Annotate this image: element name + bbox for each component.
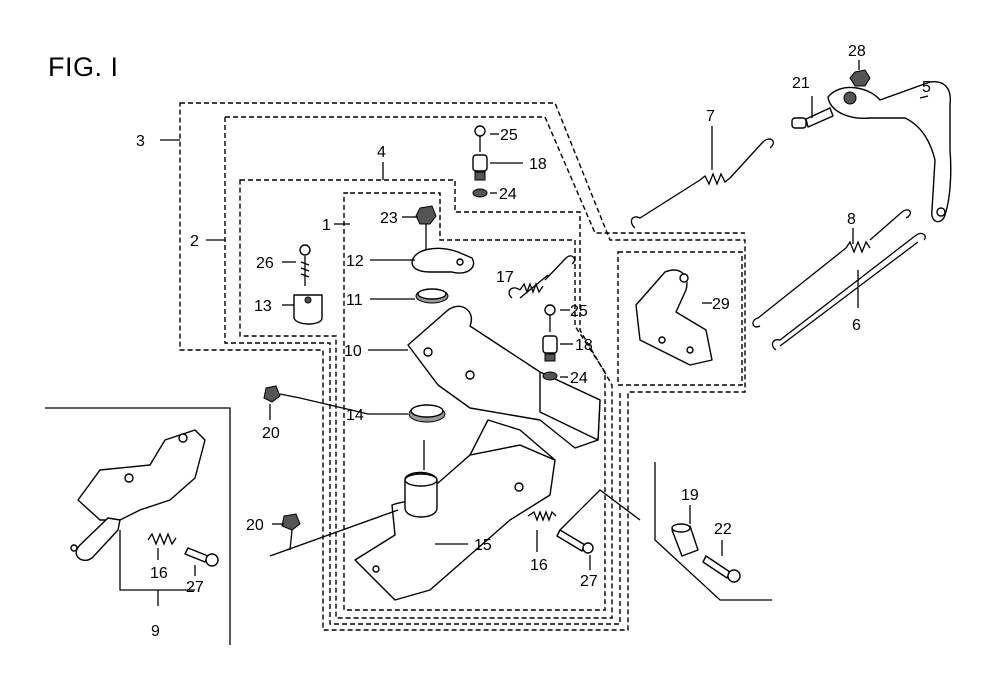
label-part-20-upper: 20: [262, 425, 280, 442]
bracket-29: [635, 269, 713, 366]
group-boundary-29: [617, 251, 743, 386]
collar-18-upper: [472, 154, 488, 181]
spring-17: [508, 255, 576, 299]
spring-7: [630, 138, 774, 229]
label-part-10: 10: [344, 343, 362, 360]
label-part-4: 4: [377, 144, 386, 161]
lever-12: [411, 247, 475, 274]
inset-frame-right: [654, 462, 772, 601]
label-part-16-inset: 16: [150, 565, 168, 582]
label-part-15: 15: [474, 537, 492, 554]
leader-lines: [119, 60, 929, 606]
label-part-20-lower: 20: [246, 517, 264, 534]
label-part-5: 5: [922, 79, 931, 96]
label-part-27-main: 27: [580, 573, 598, 590]
group-boundary-2: [224, 116, 745, 625]
nut-28: [849, 69, 871, 87]
label-part-22: 22: [714, 521, 732, 538]
label-part-11: 11: [346, 292, 363, 309]
label-part-1: 1: [322, 217, 331, 234]
bolt-21: [791, 107, 834, 129]
label-part-19: 19: [681, 487, 699, 504]
label-part-6: 6: [852, 317, 861, 334]
label-part-26: 26: [256, 255, 274, 272]
label-part-25-lower: 25: [570, 303, 588, 320]
screw-27-inset: [184, 547, 219, 567]
label-part-25-upper: 25: [500, 127, 518, 144]
nut-23: [415, 205, 437, 250]
rod-6: [771, 232, 926, 351]
label-part-27-inset: 27: [186, 579, 204, 596]
label-part-8: 8: [847, 211, 856, 228]
washer-11: [415, 288, 449, 304]
inset-frame-left: [45, 407, 231, 645]
collar-18-lower: [542, 335, 558, 362]
bolt-20-lower: [281, 513, 301, 551]
label-part-2: 2: [190, 233, 199, 250]
screw-27-main: [556, 529, 594, 554]
washer-14: [408, 404, 446, 423]
label-part-28: 28: [848, 43, 866, 60]
screw-26: [299, 244, 311, 286]
group-boundary-3: [179, 102, 746, 631]
label-part-29: 29: [712, 296, 730, 313]
base-bracket-15: [354, 419, 556, 601]
clip-13: [293, 294, 323, 325]
bolt-25-upper: [474, 125, 486, 152]
label-part-18-upper: 18: [529, 156, 547, 173]
label-part-17: 17: [496, 269, 514, 286]
spring-16-main: [527, 510, 557, 522]
nut-24-lower: [542, 371, 558, 381]
label-part-13: 13: [254, 298, 272, 315]
label-part-7: 7: [706, 108, 715, 125]
group-boundary-1: [343, 192, 606, 611]
label-part-24-lower: 24: [570, 370, 588, 387]
label-part-18-lower: 18: [575, 337, 593, 354]
plate-10: [407, 305, 601, 449]
collar-19: [671, 523, 699, 557]
label-part-3: 3: [136, 133, 145, 150]
label-part-9: 9: [151, 623, 160, 640]
figure-title: FIG. I: [48, 52, 119, 82]
label-part-24-upper: 24: [499, 186, 517, 203]
part-labels: 3 2 4 1 5 6 7 8 9 10 11 12 13 14 15 16 1…: [136, 43, 931, 640]
bolt-22: [702, 555, 741, 583]
label-part-16-main: 16: [530, 557, 548, 574]
nut-24-upper: [472, 188, 488, 198]
label-part-21: 21: [792, 75, 810, 92]
label-part-23: 23: [380, 210, 398, 227]
group-boundary-4: [239, 179, 613, 619]
control-lever-5: [827, 81, 952, 223]
label-part-14: 14: [346, 407, 364, 424]
bolt-25-lower: [544, 304, 556, 332]
spring-8: [752, 209, 911, 328]
spring-16-inset: [147, 532, 177, 546]
governor-arm-assembly-9: [70, 429, 206, 562]
bolt-20-upper: [263, 385, 301, 403]
label-part-12: 12: [346, 253, 364, 270]
